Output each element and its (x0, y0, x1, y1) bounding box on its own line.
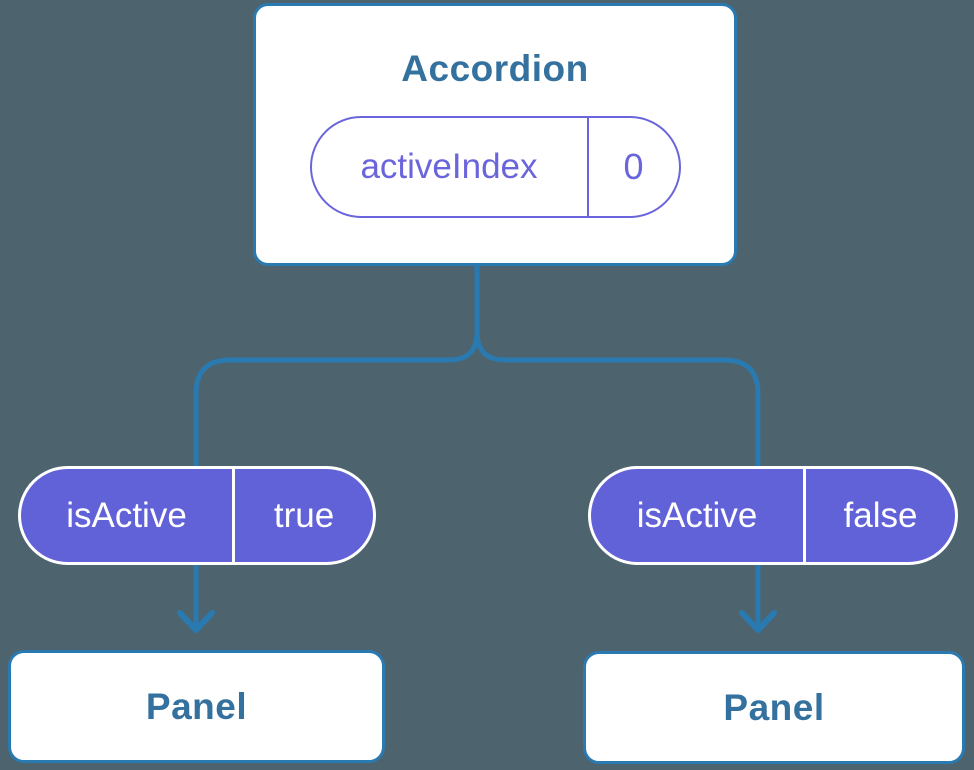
state-pill: activeIndex 0 (309, 116, 681, 218)
panel-node-left: Panel (8, 650, 385, 763)
prop-pill-right-divider (803, 469, 806, 562)
panel-left-title: Panel (145, 685, 248, 727)
prop-pill-right-value: false (843, 495, 918, 535)
arrow-down-left-icon (177, 610, 215, 633)
connector-left-line (193, 266, 480, 629)
accordion-node-title: Accordion (401, 48, 589, 89)
prop-pill-left: isActive true (18, 466, 376, 565)
panel-node-right: Panel (583, 651, 965, 764)
accordion-node: Accordion activeIndex 0 (253, 3, 737, 266)
panel-right-title: Panel (723, 686, 825, 728)
prop-pill-left-divider (232, 469, 235, 562)
state-pill-value: 0 (623, 146, 644, 187)
prop-pill-right: isActive false (588, 466, 958, 565)
connector-right-line (474, 266, 761, 629)
prop-pill-right-name: isActive (636, 495, 758, 535)
state-pill-name: activeIndex (360, 147, 538, 186)
prop-pill-left-name: isActive (66, 495, 187, 535)
prop-pill-left-value: true (273, 495, 335, 535)
state-pill-divider (586, 118, 589, 216)
arrow-down-right-icon (739, 610, 777, 633)
